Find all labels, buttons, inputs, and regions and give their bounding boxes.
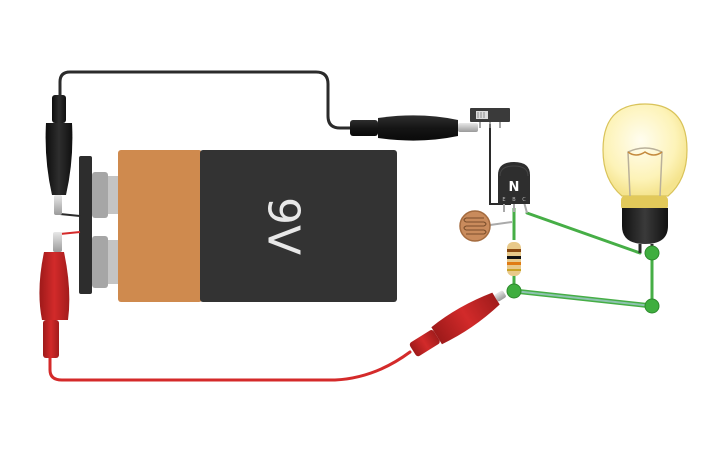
light-bulb[interactable] xyxy=(602,103,688,253)
switch-clip-tip xyxy=(458,123,478,132)
transistor-pin-b-label: B xyxy=(512,197,516,203)
switch-clip-jaw xyxy=(378,115,458,141)
switch-clip-sleeve xyxy=(350,120,378,136)
positive-lead xyxy=(59,231,81,235)
resistor-band-1 xyxy=(507,249,521,252)
green-wire-emitter-to-bulb[interactable] xyxy=(525,211,642,255)
battery-voltage-label: 9V xyxy=(258,197,309,255)
battery-9v[interactable]: 9V xyxy=(79,150,397,302)
red-wire[interactable] xyxy=(48,350,412,382)
slide-switch[interactable] xyxy=(470,108,510,128)
switch-slider[interactable] xyxy=(476,111,488,119)
battery-terminal-positive xyxy=(92,236,108,288)
resistor-band-3 xyxy=(507,262,521,265)
photoresistor-track xyxy=(463,217,487,235)
red-alligator-clip-battery[interactable] xyxy=(39,232,70,358)
transistor-pin-c-label: C xyxy=(522,197,526,203)
junction-node-bulb-bottom[interactable] xyxy=(644,298,660,314)
transistor-body xyxy=(498,162,530,204)
negative-lead xyxy=(59,213,81,217)
red-clip-jaw xyxy=(39,252,70,320)
bulb-collar xyxy=(621,196,668,210)
node-clip-tip xyxy=(494,290,506,302)
junction-node-bulb-top[interactable] xyxy=(644,245,660,261)
resistor-band-2 xyxy=(507,256,521,259)
transistor-pin-e-label: E xyxy=(502,197,505,203)
photoresistor[interactable] xyxy=(459,210,513,242)
transistor-bevel xyxy=(499,165,529,177)
red-clip-tip xyxy=(53,232,62,252)
bulb-filament xyxy=(627,151,663,156)
battery-terminal-negative xyxy=(92,172,108,218)
junction-node-resistor[interactable] xyxy=(506,283,522,299)
photoresistor-lead xyxy=(489,221,513,226)
battery-terminal-positive-cap xyxy=(108,240,118,284)
node-clip-jaw xyxy=(431,292,500,345)
black-clip-jaw xyxy=(45,123,73,195)
node-clip-sleeve xyxy=(409,330,440,357)
resistor[interactable] xyxy=(507,242,521,276)
npn-transistor[interactable]: N E B C xyxy=(498,162,530,214)
battery-terminal-negative-cap xyxy=(108,176,118,214)
black-wire[interactable] xyxy=(58,70,354,130)
red-alligator-clip-node[interactable] xyxy=(407,284,511,361)
black-alligator-clip-switch[interactable] xyxy=(350,115,478,141)
red-clip-sleeve xyxy=(43,320,59,358)
battery-body xyxy=(200,150,397,302)
resistor-band-4 xyxy=(507,269,521,271)
blue-wire-highlight xyxy=(513,290,653,307)
black-alligator-clip-battery[interactable] xyxy=(45,95,73,215)
bulb-base xyxy=(622,208,668,244)
black-clip-tip xyxy=(54,195,62,215)
transistor-type-label: N xyxy=(509,180,520,195)
battery-end-plate xyxy=(79,156,92,294)
battery-copper-band xyxy=(118,150,202,302)
black-clip-sleeve xyxy=(52,95,66,123)
bulb-glass xyxy=(602,103,688,197)
